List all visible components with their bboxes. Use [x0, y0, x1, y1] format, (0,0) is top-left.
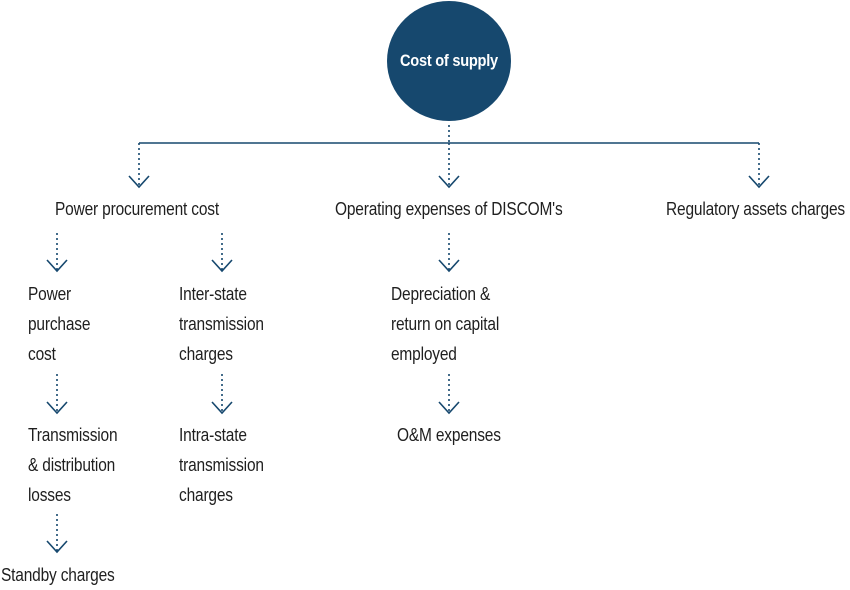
- node-transmission-distribution-losses: Transmission & distribution losses: [28, 420, 118, 510]
- node-line: purchase: [28, 314, 91, 334]
- node-om-expenses: O&M expenses: [397, 425, 501, 445]
- node-line: employed: [391, 344, 457, 364]
- node-line: Depreciation &: [391, 284, 491, 304]
- node-line: charges: [179, 344, 233, 364]
- node-intra-state-transmission-charges: Intra-state transmission charges: [179, 420, 264, 510]
- node-power-procurement-cost: Power procurement cost: [55, 199, 219, 219]
- node-inter-state-transmission-charges: Inter-state transmission charges: [179, 279, 264, 369]
- node-line: transmission: [179, 314, 264, 334]
- node-line: transmission: [179, 455, 264, 475]
- node-line: Transmission: [28, 425, 118, 445]
- node-line: Inter-state: [179, 284, 247, 304]
- root-node-label: Cost of supply: [400, 51, 498, 70]
- node-line: cost: [28, 344, 56, 364]
- node-line: Intra-state: [179, 425, 247, 445]
- root-node-cost-of-supply: Cost of supply: [387, 1, 511, 121]
- node-regulatory-assets-charges: Regulatory assets charges: [666, 199, 845, 219]
- node-depreciation-return-on-capital: Depreciation & return on capital employe…: [391, 279, 499, 369]
- node-line: losses: [28, 485, 71, 505]
- node-standby-charges: Standby charges: [1, 565, 115, 585]
- node-operating-expenses: Operating expenses of DISCOM's: [335, 199, 563, 219]
- node-power-purchase-cost: Power purchase cost: [28, 279, 90, 369]
- node-line: charges: [179, 485, 233, 505]
- node-line: & distribution: [28, 455, 116, 475]
- node-line: return on capital: [391, 314, 500, 334]
- node-line: Power: [28, 284, 72, 304]
